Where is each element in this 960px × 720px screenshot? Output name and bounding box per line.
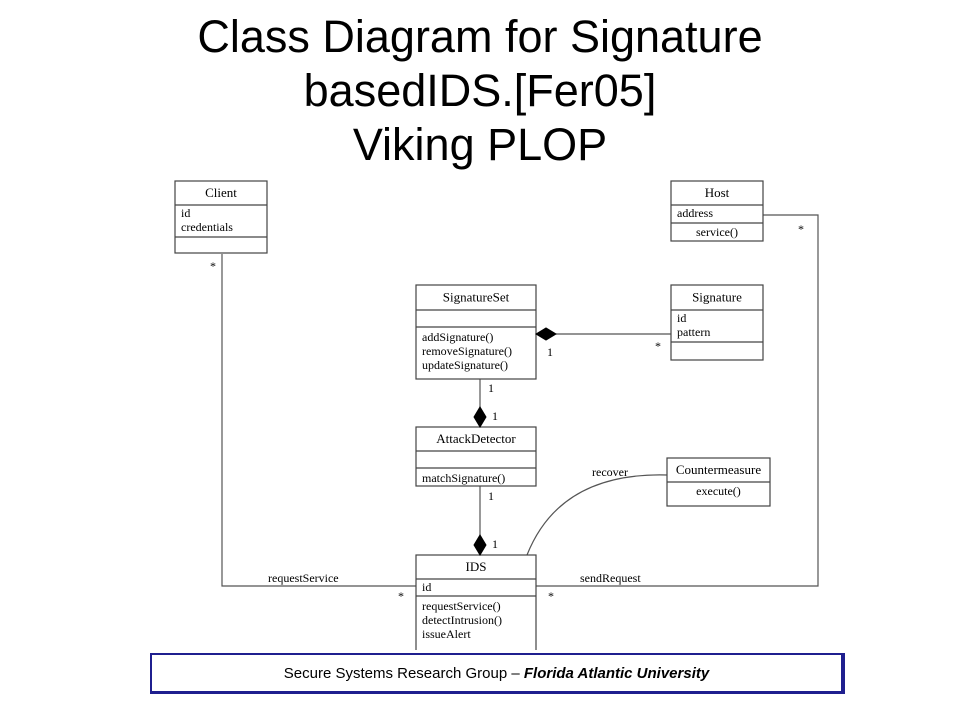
footer-university: Florida Atlantic University [523,665,710,682]
title-line-2: basedIDS.[Fer05] [303,65,657,116]
footer-separator: – [507,665,524,682]
edge-label-recover: recover [592,465,628,479]
class-attribute: credentials [181,220,233,234]
class-box [415,426,537,487]
edge-ids-countermeasure [526,474,668,556]
class-operation: addSignature() [422,330,493,344]
class-attribute: id [677,311,686,325]
class-operation: matchSignature() [422,471,505,485]
class-ids: IDS id requestService()detectIntrusion()is… [415,554,537,650]
footer-group: Secure Systems Research Group [283,665,508,682]
title-line-3: Viking PLOP [352,119,608,170]
class-diagram: ClientidcredentialsHostaddressservice()S… [174,180,819,650]
title-line-1: Class Diagram for Signature [197,11,763,62]
multiplicity: 1 [488,489,494,503]
multiplicity: * [548,589,554,603]
class-attribute: address [677,206,713,220]
class-operation: requestService() [422,599,501,613]
edge-label-sendRequest: sendRequest [580,571,641,585]
class-attribute: pattern [677,325,710,339]
class-box [415,554,537,650]
class-name: AttackDetector [436,431,516,446]
class-name: Countermeasure [676,462,761,477]
class-attribute: id [181,206,190,220]
class-box [415,284,537,380]
multiplicity: * [398,589,404,603]
footer-bar: Secure Systems Research Group – Florida … [150,653,845,694]
multiplicity: 1 [488,381,494,395]
edge-client-ids [221,254,416,587]
multiplicity: * [798,222,804,236]
class-name: Host [705,185,730,200]
class-name: SignatureSet [443,290,510,305]
class-operation: detectIntrusion() [422,613,502,627]
class-signatureset: SignatureSet addSignature()removeSignatur… [415,284,537,380]
class-name: Client [205,185,237,200]
class-operation: service() [696,225,738,239]
multiplicity: 1 [492,537,498,551]
class-operation: updateSignature() [422,358,508,372]
class-operation: issueAlert [422,627,471,641]
class-countermeasure: Countermeasure execute() [666,457,771,507]
composition-diamond [473,534,487,556]
multiplicity: * [655,339,661,353]
class-host: Host address service() [670,180,764,242]
multiplicity: 1 [547,345,553,359]
multiplicity: 1 [492,409,498,423]
class-attribute: id [422,580,431,594]
class-name: Signature [692,290,742,305]
class-box [670,284,764,361]
multiplicity: * [210,259,216,273]
composition-diamond [535,327,557,341]
class-operation: execute() [696,484,741,498]
class-name: IDS [466,559,487,574]
class-box [174,180,268,254]
class-attackdetector: AttackDetector matchSignature() [415,426,537,487]
class-box [670,180,764,242]
edge-host-ids [536,214,819,587]
slide-title: Class Diagram for Signature basedIDS.[Fe… [0,0,960,178]
composition-diamond [473,406,487,428]
edge-label-requestService: requestService [268,571,339,585]
class-operation: removeSignature() [422,344,512,358]
